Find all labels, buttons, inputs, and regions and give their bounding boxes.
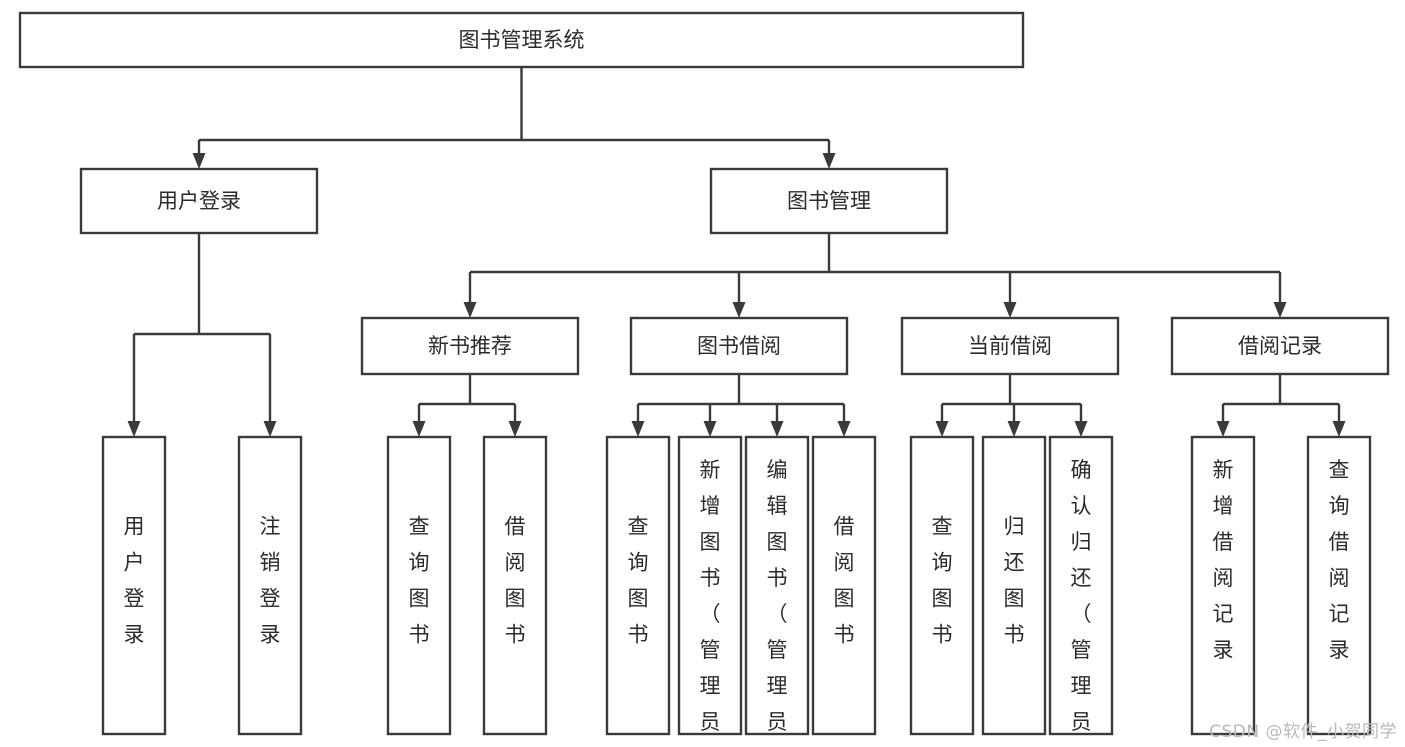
node-box-current-borrow: [900, 316, 1120, 376]
node-box-leaf-query-book-rec: [386, 435, 452, 736]
arrow-head-current-borrow-2: [1074, 421, 1088, 437]
node-label-borrow-record: 借阅记录: [1238, 334, 1322, 358]
node-leaf-return-book[interactable]: 归还图书: [981, 435, 1047, 736]
node-leaf-confirm-return-admin[interactable]: 确认归还（管理员）: [1048, 435, 1114, 747]
node-book-borrow[interactable]: 图书借阅: [629, 316, 849, 376]
arrow-head-book-manage-3: [1273, 302, 1287, 318]
node-leaf-query-book-borrow[interactable]: 查询图书: [605, 435, 671, 736]
arrow-head-borrow-record-1: [1332, 421, 1346, 437]
arrow-head-book-borrow-1: [703, 421, 717, 437]
node-box-leaf-confirm-return-admin: [1048, 435, 1114, 736]
node-box-leaf-query-book-cur: [909, 435, 975, 736]
node-label-leaf-borrow-book: 借阅图书: [834, 515, 855, 647]
node-label-leaf-return-book: 归还图书: [1004, 515, 1025, 647]
node-label-current-borrow: 当前借阅: [968, 334, 1052, 358]
node-box-root: [18, 11, 1025, 69]
watermark-text: CSDN @软件_小贺同学: [1209, 722, 1397, 742]
node-box-leaf-query-borrow-record: [1306, 435, 1372, 736]
arrow-head-book-manage-1: [732, 302, 746, 318]
arrow-head-book-manage-2: [1003, 302, 1017, 318]
node-box-book-manage: [709, 167, 949, 235]
node-box-leaf-borrow-book-rec: [482, 435, 548, 736]
node-leaf-borrow-book[interactable]: 借阅图书: [811, 435, 877, 736]
node-label-user-login: 用户登录: [157, 189, 241, 213]
node-box-leaf-edit-book-admin: [744, 435, 810, 736]
node-label-leaf-user-login: 用户登录: [124, 515, 145, 647]
arrow-head-current-borrow-0: [935, 421, 949, 437]
node-box-leaf-logout: [237, 435, 303, 736]
node-leaf-query-borrow-record[interactable]: 查询借阅记录: [1306, 435, 1372, 736]
arrow-head-user-login-1: [263, 421, 277, 437]
node-book-manage[interactable]: 图书管理: [709, 167, 949, 235]
node-current-borrow[interactable]: 当前借阅: [900, 316, 1120, 376]
node-box-leaf-add-book-admin: [677, 435, 743, 736]
node-new-book-recommend[interactable]: 新书推荐: [360, 316, 580, 376]
node-box-leaf-borrow-book: [811, 435, 877, 736]
arrow-head-current-borrow-1: [1007, 421, 1021, 437]
node-leaf-add-book-admin[interactable]: 新增图书（管理员）: [677, 435, 743, 747]
node-label-leaf-add-book-admin: 新增图书（管理员）: [700, 458, 721, 747]
node-leaf-query-book-rec[interactable]: 查询图书: [386, 435, 452, 736]
node-label-leaf-query-book-cur: 查询图书: [932, 515, 953, 647]
node-label-book-borrow: 图书借阅: [697, 334, 781, 358]
node-root[interactable]: 图书管理系统: [18, 11, 1025, 69]
node-label-leaf-borrow-book-rec: 借阅图书: [505, 515, 526, 647]
node-leaf-add-borrow-record[interactable]: 新增借阅记录: [1190, 435, 1256, 736]
node-leaf-borrow-book-rec[interactable]: 借阅图书: [482, 435, 548, 736]
arrow-head-book-borrow-0: [631, 421, 645, 437]
node-box-leaf-add-borrow-record: [1190, 435, 1256, 736]
node-leaf-query-book-cur[interactable]: 查询图书: [909, 435, 975, 736]
node-label-root: 图书管理系统: [459, 28, 585, 52]
node-box-borrow-record: [1170, 316, 1390, 376]
node-box-new-book-recommend: [360, 316, 580, 376]
arrow-head-root-0: [192, 153, 206, 169]
node-leaf-user-login[interactable]: 用户登录: [101, 435, 167, 736]
node-label-leaf-query-book-borrow: 查询图书: [628, 515, 649, 647]
arrow-head-book-borrow-3: [837, 421, 851, 437]
arrow-head-new-book-recommend-0: [412, 421, 426, 437]
node-label-leaf-query-book-rec: 查询图书: [409, 515, 430, 647]
node-user-login[interactable]: 用户登录: [79, 167, 319, 235]
node-box-user-login: [79, 167, 319, 235]
node-leaf-logout[interactable]: 注销登录: [237, 435, 303, 736]
arrow-head-book-manage-0: [463, 302, 477, 318]
node-leaf-edit-book-admin[interactable]: 编辑图书（管理员）: [744, 435, 810, 747]
node-label-leaf-confirm-return-admin: 确认归还（管理员）: [1071, 458, 1092, 747]
arrow-head-book-borrow-2: [770, 421, 784, 437]
arrow-head-user-login-0: [127, 421, 141, 437]
node-box-leaf-return-book: [981, 435, 1047, 736]
node-label-leaf-query-borrow-record: 查询借阅记录: [1329, 458, 1350, 662]
node-box-book-borrow: [629, 316, 849, 376]
node-label-leaf-logout: 注销登录: [260, 515, 281, 647]
node-borrow-record[interactable]: 借阅记录: [1170, 316, 1390, 376]
arrow-head-new-book-recommend-1: [508, 421, 522, 437]
node-label-leaf-add-borrow-record: 新增借阅记录: [1213, 458, 1234, 662]
arrow-head-root-1: [822, 153, 836, 169]
connectors-layer: [127, 67, 1346, 437]
node-label-new-book-recommend: 新书推荐: [428, 334, 512, 358]
node-box-leaf-user-login: [101, 435, 167, 736]
arrow-head-borrow-record-0: [1216, 421, 1230, 437]
node-label-book-manage: 图书管理: [787, 189, 871, 213]
node-box-leaf-query-book-borrow: [605, 435, 671, 736]
nodes-layer: 图书管理系统用户登录图书管理新书推荐图书借阅当前借阅借阅记录用户登录注销登录查询…: [18, 11, 1390, 747]
